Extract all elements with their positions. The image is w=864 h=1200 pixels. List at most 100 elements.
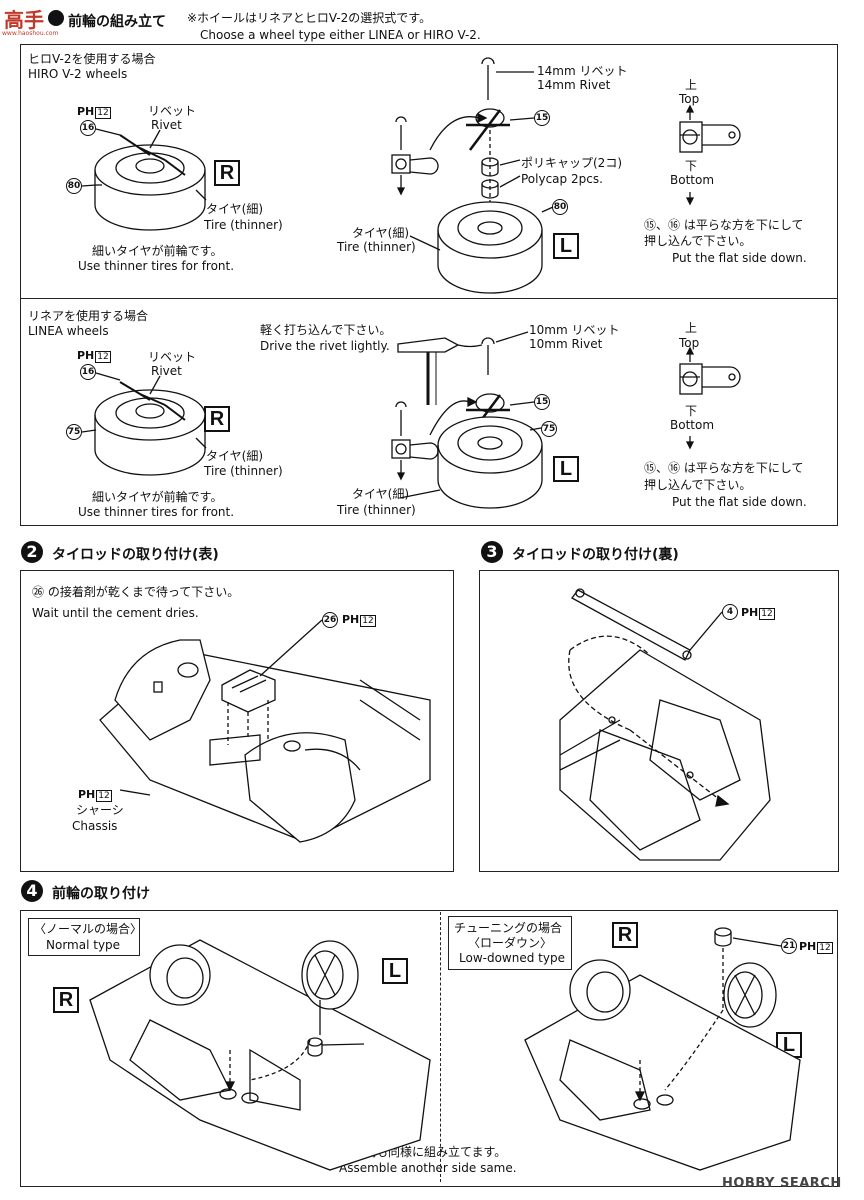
hiro-rivet-jp: リベット: [148, 104, 197, 118]
linea-tire2-en: Tire (thinner): [337, 503, 416, 517]
tuning-type-label-box: [448, 916, 572, 970]
step4-assemble-jp: ※反対側も同様に組み立てます。: [330, 1145, 507, 1159]
hiro-front-jp: 細いタイヤが前輪です。: [92, 244, 223, 258]
hiro-polycap-jp: ポリキャップ(2コ): [521, 156, 622, 170]
tuning-type-jp: チューニングの場合: [454, 921, 563, 935]
linea-front-en: Use thinner tires for front.: [78, 505, 235, 519]
hiro-polycap-en: Polycap 2pcs.: [521, 172, 603, 186]
hiro-part-80: 80: [66, 178, 82, 194]
linea-part-16: 16: [80, 364, 96, 380]
step3-number: 3: [481, 541, 503, 563]
hiro-flat-en: Put the flat side down.: [672, 251, 807, 265]
linea-tire2-jp: タイヤ(細): [352, 487, 410, 501]
hiro-flat-jp2: 押し込んで下さい。: [644, 234, 752, 248]
step2-note-jp: ㉖ の接着剤が乾くまで待って下さい。: [32, 585, 240, 599]
linea-tire-en: Tire (thinner): [204, 464, 283, 478]
linea-rivet-en: Rivet: [151, 364, 182, 378]
linea-heading-jp: リネアを使用する場合: [28, 309, 149, 323]
hiro-part-16: 16: [80, 120, 96, 136]
linea-bottom-jp: 下: [685, 404, 698, 418]
hiro-top-en: Top: [679, 92, 700, 106]
linea-r-label: R: [204, 406, 230, 432]
normal-r-label: R: [53, 987, 79, 1013]
hiro-rivet14-en: 14mm Rivet: [537, 78, 611, 92]
panel-divider: [20, 298, 838, 300]
hiro-l-label: L: [553, 233, 579, 259]
step4-assemble-en: Assemble another side same.: [339, 1161, 517, 1175]
step2-chassis-en: Chassis: [72, 819, 118, 833]
hiro-bottom-jp: 下: [685, 159, 698, 173]
step3-box: [479, 570, 839, 872]
step3-title: タイロッドの取り付け(裏): [512, 547, 679, 563]
hiro-front-en: Use thinner tires for front.: [78, 259, 235, 273]
hiro-part-80-right: 80: [552, 199, 568, 215]
step2-chassis-jp: シャーシ: [76, 803, 124, 817]
hiro-rivet14-jp: 14mm リベット: [537, 64, 628, 78]
linea-flat-en: Put the flat side down.: [672, 495, 807, 509]
step4-box: [20, 910, 838, 1187]
linea-front-jp: 細いタイヤが前輪です。: [92, 490, 223, 504]
tuning-part-21: 21: [781, 938, 797, 954]
header-note-en: Choose a wheel type either LINEA or HIRO…: [200, 28, 481, 42]
linea-part-75-right: 75: [541, 421, 557, 437]
normal-type-jp: 〈ノーマルの場合〉: [34, 922, 143, 936]
normal-l-label: L: [382, 958, 408, 984]
hiro-tire-jp: タイヤ(細): [206, 202, 264, 216]
linea-hammer-en: Drive the rivet lightly.: [260, 339, 390, 353]
hiro-heading-en: HIRO V-2 wheels: [28, 67, 128, 81]
hiro-bottom-en: Bottom: [670, 173, 715, 187]
hiro-tire2-en: Tire (thinner): [337, 240, 416, 254]
hiro-tire2-jp: タイヤ(細): [352, 226, 410, 240]
linea-heading-en: LINEA wheels: [28, 324, 109, 338]
tuning-type-jp2: 〈ローダウン〉: [468, 936, 553, 950]
page-title: 前輪の組み立て: [68, 14, 166, 30]
linea-part-15: 15: [534, 394, 550, 410]
hiro-heading-jp: ヒロV-2を使用する場合: [28, 52, 156, 66]
linea-part-75: 75: [66, 424, 82, 440]
linea-flat-jp1: ⑮、⑯ は平らな方を下にして: [644, 461, 804, 475]
linea-hammer-jp: 軽く打ち込んで下さい。: [260, 323, 392, 337]
step4-title: 前輪の取り付け: [52, 886, 150, 902]
linea-flat-jp2: 押し込んで下さい。: [644, 478, 752, 492]
step2-number: 2: [21, 541, 43, 563]
header-note-jp: ※ホイールはリネアとヒロV-2の選択式です。: [187, 11, 432, 25]
step4-divider: [440, 912, 441, 1182]
normal-type-en: Normal type: [46, 938, 121, 952]
linea-tire-jp: タイヤ(細): [206, 449, 264, 463]
step2-title: タイロッドの取り付け(表): [52, 547, 219, 563]
hobby-search-watermark: HOBBY SEARCH: [722, 1176, 842, 1191]
wheel-assembly-box: [20, 44, 838, 526]
linea-rivet-jp: リベット: [148, 350, 197, 364]
step2-note-en: Wait until the cement dries.: [32, 606, 199, 620]
tuning-l-label: L: [776, 1032, 802, 1058]
hiro-r-label: R: [214, 160, 240, 186]
normal-type-label-box: [28, 918, 140, 956]
header-bullet: [48, 10, 64, 26]
linea-rivet10-en: 10mm Rivet: [529, 337, 603, 351]
linea-top-en: Top: [679, 336, 700, 350]
tuning-type-en: Low-downed type: [459, 951, 565, 965]
step2-part-26: 26: [322, 612, 338, 628]
linea-top-jp: 上: [685, 321, 698, 335]
watermark-left-sub: www.haoshou.com: [2, 30, 59, 37]
hiro-part-15: 15: [534, 110, 550, 126]
linea-l-label: L: [553, 456, 579, 482]
linea-rivet10-jp: 10mm リベット: [529, 323, 620, 337]
step2-box: [20, 570, 454, 872]
hiro-tire-en: Tire (thinner): [204, 218, 283, 232]
hiro-flat-jp1: ⑮、⑯ は平らな方を下にして: [644, 218, 804, 232]
hiro-rivet-en: Rivet: [151, 118, 182, 132]
tuning-r-label: R: [612, 922, 638, 948]
step4-number: 4: [21, 880, 43, 902]
hiro-top-jp: 上: [685, 78, 698, 92]
watermark-left: 高手: [4, 8, 44, 32]
step3-part-4: 4: [722, 604, 738, 620]
normal-part-21: 21: [364, 1036, 380, 1052]
